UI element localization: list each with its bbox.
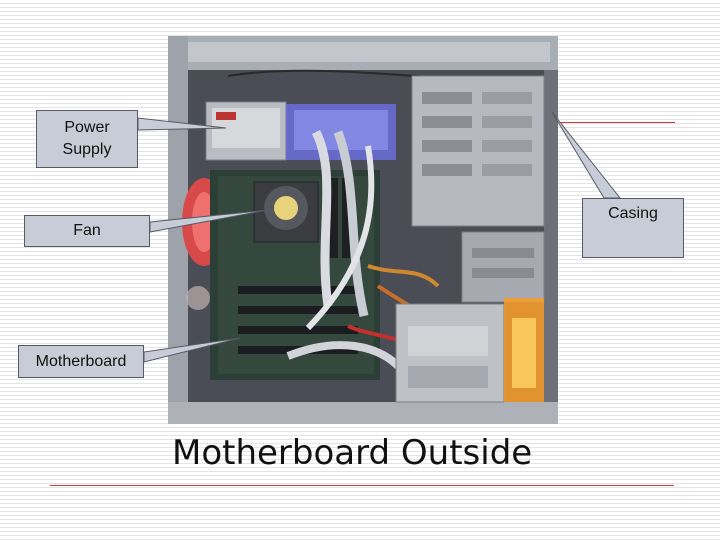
case-bottom-rail [168, 402, 558, 424]
motherboard-callout: Motherboard [18, 345, 144, 378]
computer-case-photo [168, 36, 558, 424]
casing-callout: Casing [582, 198, 684, 258]
accent-rule-right [560, 122, 675, 123]
slide-title: Motherboard Outside [172, 433, 533, 473]
ide-cable [311, 129, 333, 307]
photo-illustration [168, 36, 558, 424]
accent-rule-bottom [50, 485, 674, 486]
casing-leader [551, 111, 622, 199]
fan-callout: Fan [24, 215, 150, 247]
power-supply-callout: Power Supply [36, 110, 138, 168]
